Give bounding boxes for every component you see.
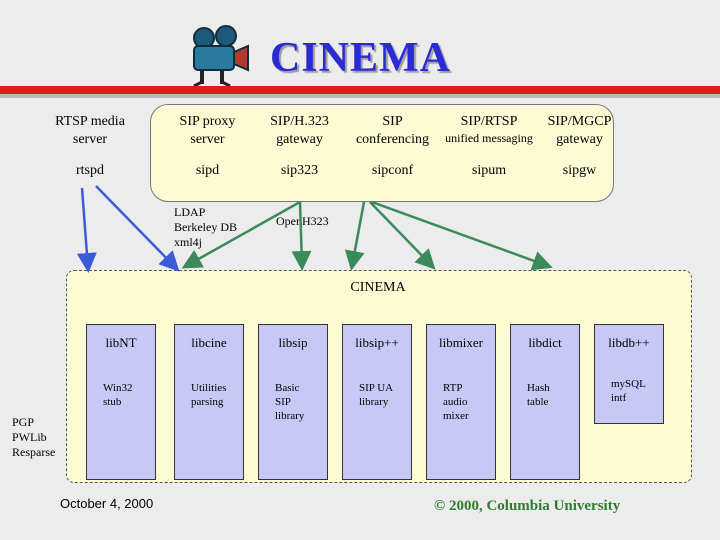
process-sipum: sipum <box>471 163 507 178</box>
library-name: libmixer <box>438 335 484 350</box>
library-desc-line: mixer <box>443 410 469 422</box>
library-desc-line: table <box>527 396 549 408</box>
library-desc-line: Win32 <box>103 382 133 394</box>
ldap-dependencies: LDAP Berkeley DB xml4j <box>174 205 237 250</box>
server-label-line: server <box>72 132 108 147</box>
title-divider <box>0 86 720 98</box>
server-sip-h323-label: SIP/H.323 gateway <box>252 113 347 149</box>
library-desc-line: intf <box>611 392 627 404</box>
server-sip-rtsp-label: SIP/RTSP unified messaging <box>438 113 540 145</box>
library-libnt: libNT Win32 stub <box>86 324 156 480</box>
library-description: Hash table <box>527 381 550 409</box>
library-description: SIP UA library <box>359 381 393 409</box>
openh323-label: OpenH323 <box>276 214 329 228</box>
core-label: CINEMA <box>350 280 406 295</box>
library-name: libdb++ <box>608 335 650 350</box>
library-libsip: libsip Basic SIP library <box>258 324 328 480</box>
library-desc-line: Basic <box>275 382 300 394</box>
process-sipd: sipd <box>195 163 220 178</box>
arrow-rtspd-to-libnt <box>95 185 180 272</box>
server-label-line: SIP/RTSP <box>460 114 518 129</box>
cinema-logo <box>186 22 252 88</box>
library-desc-line: library <box>275 410 305 422</box>
dependency-label: LDAP <box>174 205 206 219</box>
external-libraries: PGP PWLib Resparse <box>12 415 55 460</box>
server-label-line: SIP/H.323 <box>270 114 329 129</box>
server-sip-conferencing-label: SIP conferencing <box>345 113 440 149</box>
server-sip-proxy-label: SIP proxy server <box>160 113 255 149</box>
library-description: Win32 stub <box>103 381 133 409</box>
library-desc-line: parsing <box>191 396 224 408</box>
library-desc-line: Hash <box>527 382 550 394</box>
library-desc-line: audio <box>443 396 468 408</box>
library-desc-line: RTP <box>443 382 463 394</box>
library-desc-line: mySQL <box>611 378 646 390</box>
library-desc-line: Utilities <box>191 382 227 394</box>
footer-copyright: © 2000, Columbia University <box>434 498 621 514</box>
server-label-line: SIP <box>382 114 403 129</box>
library-name: libsip++ <box>355 335 399 350</box>
process-sipconf: sipconf <box>371 163 414 178</box>
library-name: libcine <box>191 335 227 350</box>
servers-panel <box>150 104 614 202</box>
library-libdict: libdict Hash table <box>510 324 580 480</box>
page-title: CINEMA <box>270 35 451 81</box>
library-desc-line: stub <box>103 396 122 408</box>
library-description: Basic SIP library <box>275 381 304 423</box>
process-rtspd: rtspd <box>76 163 104 178</box>
server-label-line: conferencing <box>355 132 430 147</box>
library-desc-line: SIP <box>275 396 291 408</box>
library-description: mySQL intf <box>611 377 646 405</box>
arrow-rtspd-to-cinema <box>76 187 97 273</box>
dependency-label: Berkeley DB <box>174 220 237 234</box>
server-label-line: unified messaging <box>445 131 533 145</box>
server-label-line: gateway <box>276 132 323 147</box>
arrow-top-to-right <box>371 200 553 271</box>
library-description: RTP audio mixer <box>443 381 469 423</box>
library-name: libdict <box>528 335 562 350</box>
footer-date: October 4, 2000 <box>60 496 154 511</box>
library-name: libNT <box>105 335 137 350</box>
arrow-top-to-center-right <box>369 201 436 270</box>
server-label-line: SIP/MGCP <box>547 114 612 129</box>
process-sipgw: sipgw <box>562 163 597 178</box>
process-sip323: sip323 <box>280 163 319 178</box>
arrow-top-to-center-left <box>291 201 312 271</box>
external-lib-label: PWLib <box>12 430 47 444</box>
server-label-line: server <box>190 132 225 147</box>
server-sip-mgcp-label: SIP/MGCP gateway <box>532 113 627 149</box>
library-libmixer: libmixer RTP audio mixer <box>426 324 496 480</box>
library-libdbpp: libdb++ mySQL intf <box>594 324 664 424</box>
arrow-top-to-left <box>181 200 301 269</box>
library-description: Utilities parsing <box>191 381 226 409</box>
server-rtsp-label: RTSP media server <box>40 113 140 149</box>
arrow-top-to-center <box>344 201 366 271</box>
library-name: libsip <box>278 335 308 350</box>
dependency-label: xml4j <box>174 235 203 249</box>
library-libcine: libcine Utilities parsing <box>174 324 244 480</box>
server-label-line: SIP proxy <box>179 114 236 129</box>
library-libsippp: libsip++ SIP UA library <box>342 324 412 480</box>
external-lib-label: Resparse <box>12 445 56 459</box>
film-camera-icon <box>193 25 249 88</box>
library-desc-line: library <box>359 396 389 408</box>
server-label-line: RTSP media <box>55 114 125 129</box>
external-lib-label: PGP <box>12 415 35 429</box>
server-label-line: gateway <box>556 132 603 147</box>
library-desc-line: SIP UA <box>359 382 394 394</box>
